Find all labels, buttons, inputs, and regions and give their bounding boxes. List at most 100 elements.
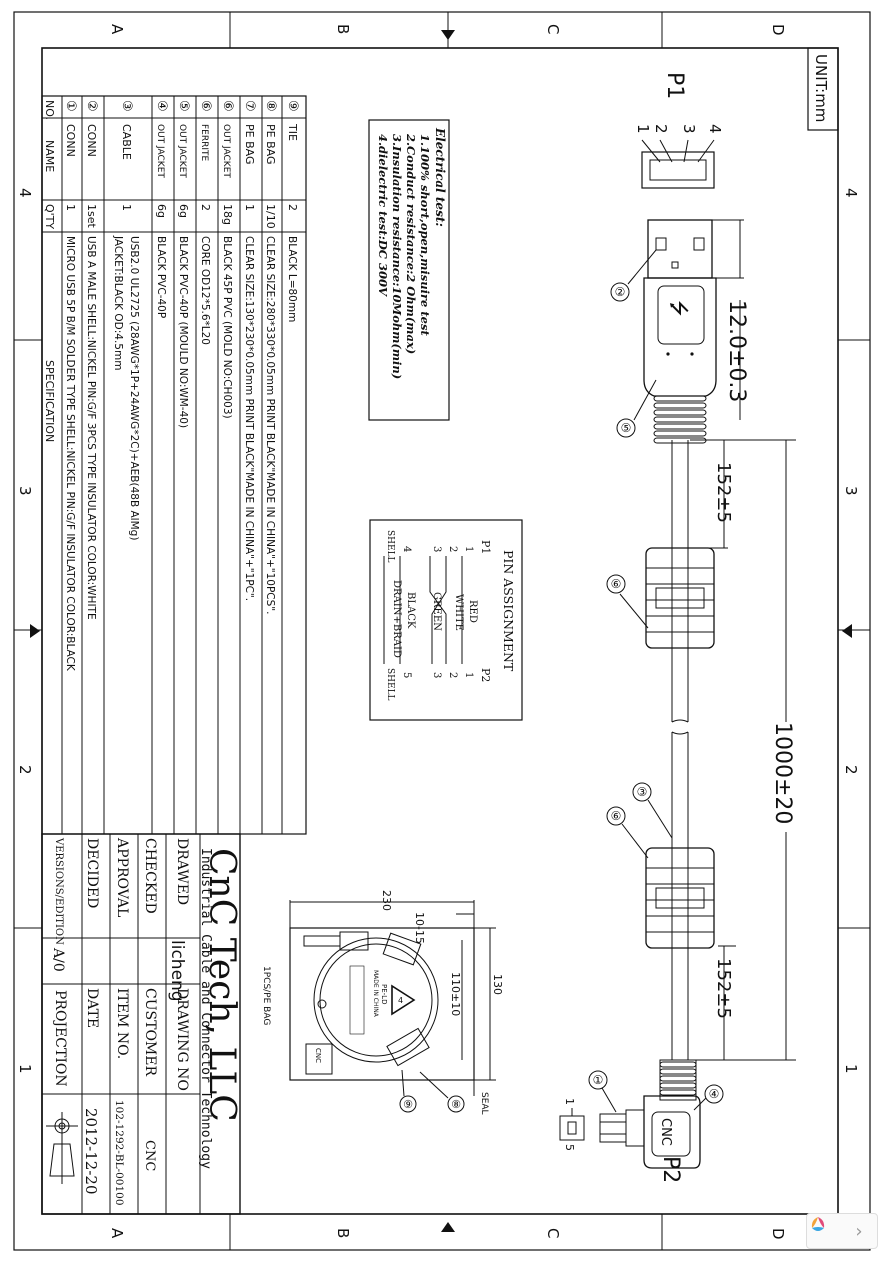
wire-green-label: GREEN (431, 592, 442, 631)
bom-spec: BLACK PVC-40P (MOULD NO:WM-40) (177, 236, 189, 428)
bom-qty: 2 (199, 204, 212, 211)
relief-rib (659, 1089, 697, 1096)
electrical-test-line-4: 4.dielectric test:DC 300V (376, 134, 390, 297)
dimension-lines: 12.0±0.3 152±5 1000±20 152±5 (690, 219, 796, 1061)
bom-spec: CLEAR SIZE:280*330*0.05mm PRINT BLACK"MA… (264, 236, 276, 614)
relief-rib (659, 1075, 697, 1082)
usb-a-end-view (641, 151, 715, 189)
zone-number-right-3: 3 (842, 486, 860, 496)
p1-pin-1: 1 (634, 124, 652, 134)
relief-rib (659, 1068, 697, 1075)
recycle-text: PE-LD (380, 984, 388, 1004)
dim-10-15: 10-15 (413, 912, 426, 944)
bom-no: ⑤ (176, 100, 191, 112)
bom-no: ⑨ (285, 100, 300, 112)
bom-no: ③ (119, 100, 134, 112)
center-arrow-bottom (441, 1222, 455, 1232)
pin-right-2: 2 (447, 672, 458, 678)
bom-name: OUT JACKET (177, 124, 187, 178)
bom-spec: BLACK 45P PVC (MOLD NO:CH003) (221, 236, 233, 419)
version-label: VERSIONS/EDITION (53, 837, 64, 945)
relief-rib (653, 430, 707, 437)
customer-label: CUSTOMER (142, 988, 158, 1076)
dim-total-length: 1000±20 (770, 722, 795, 824)
title-block: CnC Tech, LLC Industrial Cable and Conne… (41, 833, 242, 1215)
bag-label: 1PCS/PE BAG (261, 966, 271, 1025)
pin-p1-label: P1 (479, 540, 492, 554)
p1-pin-3: 3 (680, 124, 698, 134)
micro-usb-end-view (559, 1115, 585, 1141)
electrical-test-title: Electrical test: (433, 127, 447, 227)
shell-right-label: SHELL (385, 668, 395, 701)
callout-3: ③ (637, 785, 648, 799)
strain-relief-p2 (659, 1061, 697, 1096)
ferrite-body (645, 547, 715, 649)
pin-left-4: 4 (401, 546, 412, 552)
bom-name: OUT JACKET (155, 124, 165, 178)
callout-5: ⑤ (621, 421, 632, 435)
zone-labels: A B C D A B C D 4 3 2 1 4 3 2 1 (16, 24, 860, 1240)
ferrite-core-1 (645, 547, 715, 649)
bom-no: ⑦ (242, 100, 257, 112)
bom-qty: 1/10 (264, 204, 277, 229)
pin-right-1: 1 (463, 672, 474, 678)
p1-pin-labels: 1 2 3 4 (634, 124, 724, 134)
callout-6-b: ⑥ (611, 809, 622, 823)
bom-name: TIE (286, 123, 299, 141)
relief-rib (653, 395, 707, 402)
seal-label: SEAL (479, 1092, 489, 1115)
callout-9: ⑨ (403, 1098, 413, 1111)
relief-rib (653, 402, 707, 409)
micro-pin-5: 5 (563, 1144, 576, 1151)
zone-letter-bottom-d: D (769, 1228, 787, 1240)
next-page-button[interactable]: › (806, 1213, 878, 1249)
pin-left-2: 2 (447, 546, 458, 552)
bom-qty: 6g (177, 204, 190, 218)
p2-label: P2 (658, 1156, 683, 1183)
bom-row-lines (61, 96, 283, 834)
wire-white-label: WHITE (453, 594, 464, 631)
electrical-test-box: Electrical test: 1.100% short,open,misui… (368, 119, 450, 421)
callout-2: ② (615, 285, 626, 299)
chevron-right-icon: › (855, 1220, 863, 1242)
center-arrow-top (441, 30, 455, 40)
app-logo-icon (807, 1214, 841, 1248)
strain-relief-p1 (653, 395, 707, 444)
bom-name: CONN (64, 124, 77, 157)
ferrite-core-2 (645, 847, 715, 949)
zone-number-left-3: 3 (16, 486, 34, 496)
bom-qty: 2 (286, 204, 299, 211)
callout-1: ① (593, 1073, 604, 1087)
shell-left-label: SHELL (385, 530, 395, 563)
bom-spec: CLEAR SIZE:130*230*0.05mm PRINT BLACK"MA… (243, 236, 255, 601)
drawed-label: DRAWED (174, 838, 190, 905)
relief-rib (653, 423, 707, 430)
relief-rib (659, 1061, 697, 1068)
bom-no: ⑥ (198, 100, 213, 112)
micro-usb-connector: CNC 1 5 (559, 1059, 701, 1169)
relief-rib (653, 416, 707, 423)
dim-130: 130 (491, 974, 504, 995)
bom-header-no: NO. (43, 100, 56, 120)
zone-number-right-4: 4 (842, 188, 860, 198)
bom-qty: 1 (243, 204, 256, 211)
dim-230: 230 (380, 890, 393, 911)
recycle-icon (391, 984, 416, 1016)
package-drawing: 230 10-15 130 110±10 1PCS/PE BAG SEAL CN… (261, 890, 504, 1115)
callout-4: ④ (709, 1087, 720, 1101)
unit-box: UNIT:mm (807, 47, 839, 131)
cable-drawing: P1 1 2 3 4 ⭍ (559, 72, 796, 1183)
zone-number-left-4: 4 (16, 188, 34, 198)
dim-connector-width: 12.0±0.3 (724, 300, 749, 402)
callout-6-a: ⑥ (611, 577, 622, 591)
bom-spec-line-2: JACKET:BLACK OD:4.5mm (112, 235, 124, 370)
bom-qty: 18g (221, 204, 234, 225)
cnc-mark-p2: CNC (658, 1118, 673, 1146)
item-no-label: ITEM NO. (114, 988, 130, 1059)
bom-name: CABLE (120, 124, 133, 160)
dim-ferrite-1: 152±5 (713, 462, 734, 523)
zone-number-left-1: 1 (16, 1064, 34, 1074)
